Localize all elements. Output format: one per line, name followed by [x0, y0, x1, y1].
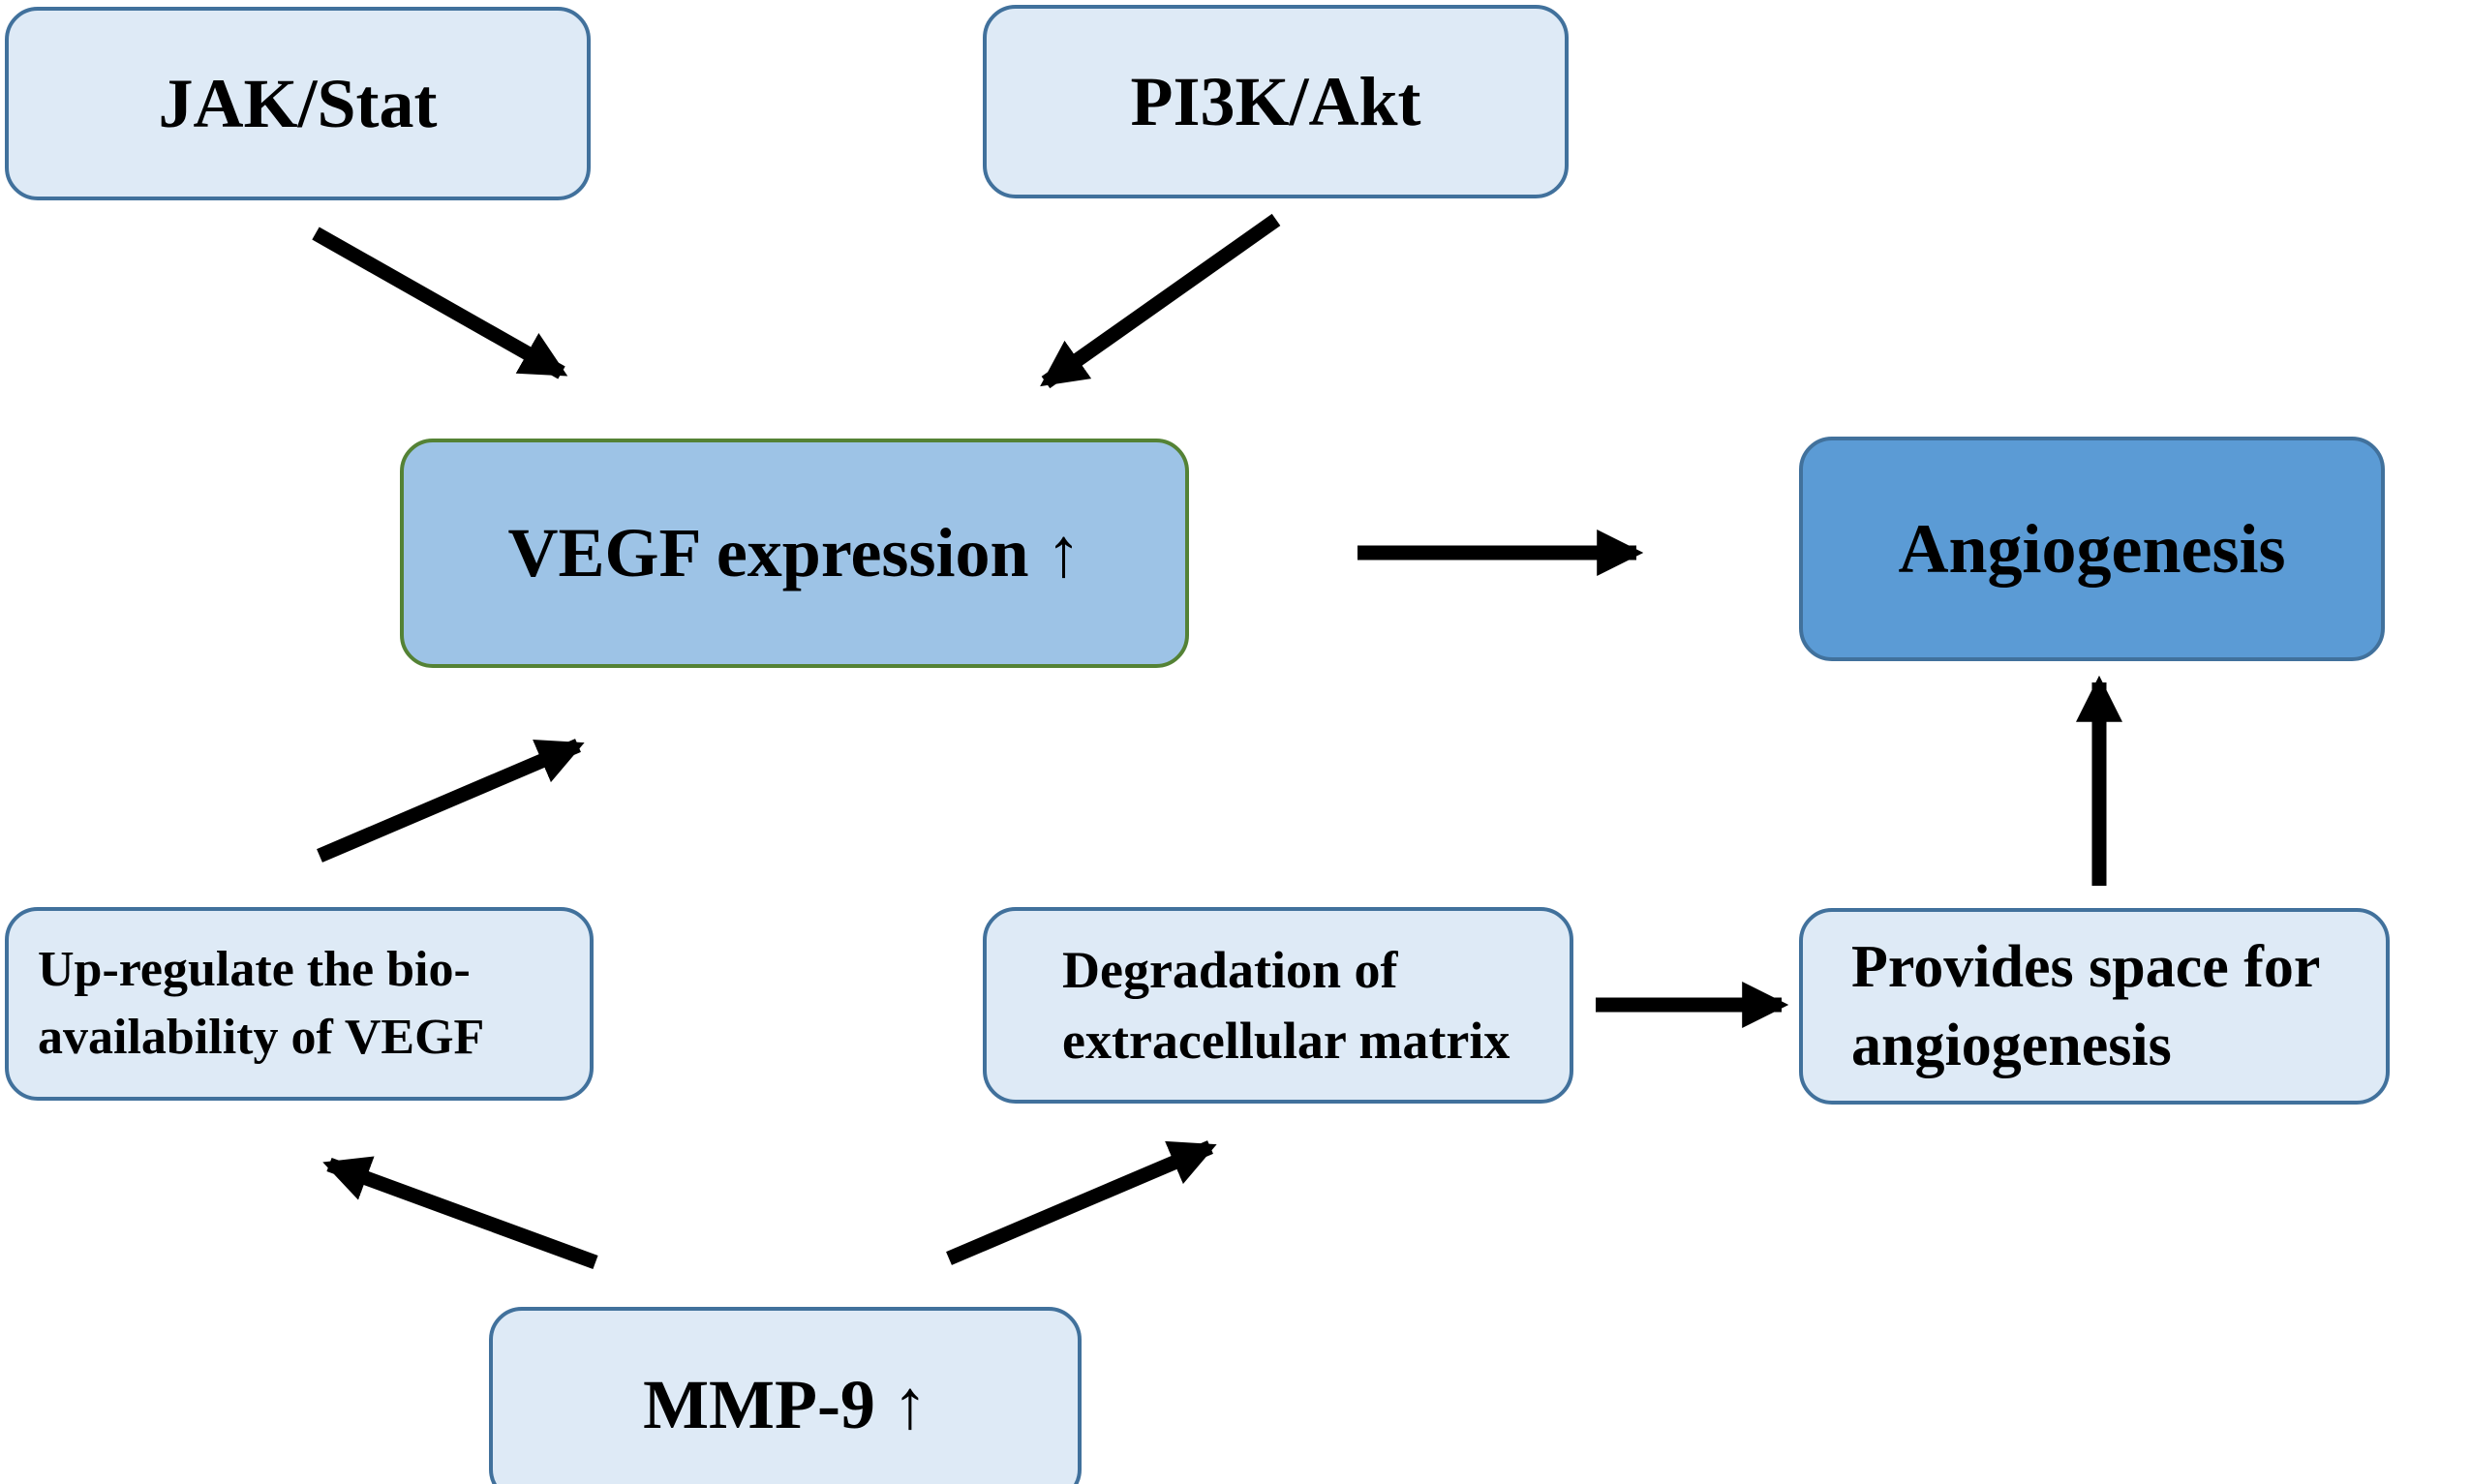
node-bioavailability-line2: availability of VEGF	[38, 1010, 485, 1065]
node-pi3k-akt-label: PI3K/Akt	[1130, 62, 1421, 140]
node-angiogenesis-label: Angiogenesis	[1898, 509, 2286, 588]
node-ecm-degradation-line2: extracellular matrix	[1062, 1011, 1510, 1070]
node-jak-stat: JAK/Stat	[5, 7, 591, 200]
node-ecm-degradation: Degradation of extracellular matrix	[983, 907, 1573, 1104]
arrow-pi3k-to-vegf	[1040, 213, 1281, 389]
node-provides-space-line1: Provides space for	[1851, 933, 2321, 1000]
node-provides-space-line2: angiogenesis	[1851, 1012, 2172, 1078]
arrow-bioavailability-to-vegf	[317, 739, 585, 863]
node-mmp9: MMP-9 ↑	[489, 1307, 1082, 1484]
arrow-mmp9-to-degradation	[946, 1140, 1217, 1265]
node-pi3k-akt: PI3K/Akt	[983, 5, 1569, 198]
node-provides-space: Provides space for angiogenesis	[1799, 908, 2390, 1105]
arrow-jak-to-vegf	[312, 227, 568, 379]
node-ecm-degradation-line1: Degradation of	[1062, 940, 1398, 999]
node-bioavailability: Up-regulate the bio- availability of VEG…	[5, 907, 594, 1101]
node-bioavailability-line1: Up-regulate the bio-	[38, 941, 471, 997]
node-mmp9-label: MMP-9 ↑	[643, 1365, 928, 1443]
arrow-mmp9-to-bioavailability	[322, 1156, 598, 1270]
node-vegf-expression-label: VEGF expression ↑	[507, 514, 1082, 591]
node-angiogenesis: Angiogenesis	[1799, 437, 2385, 661]
node-jak-stat-label: JAK/Stat	[158, 64, 438, 142]
node-vegf-expression: VEGF expression ↑	[400, 439, 1189, 668]
